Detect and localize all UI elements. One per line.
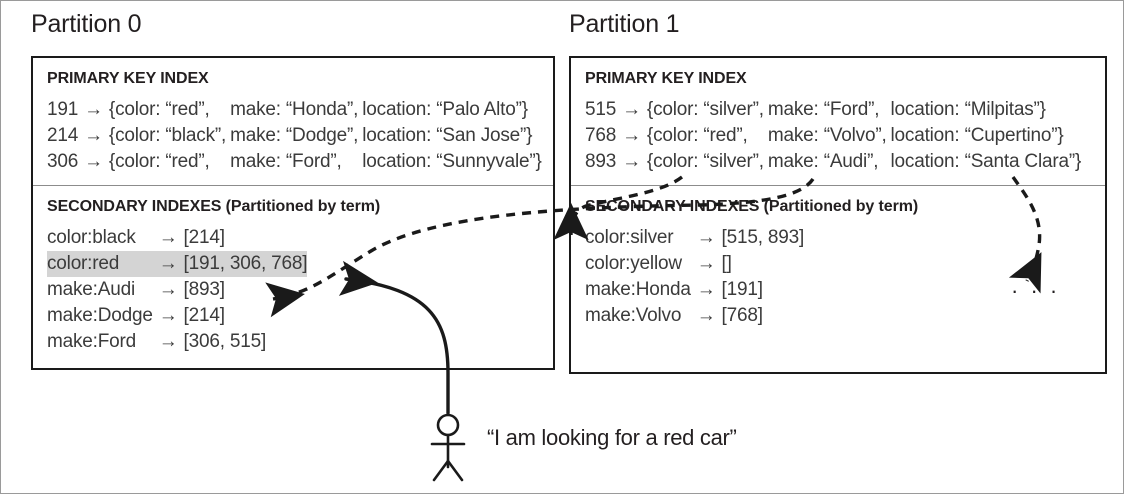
partition-1-section-divider xyxy=(571,185,1105,186)
arrow-icon: → xyxy=(622,125,641,146)
user-query-quote: “I am looking for a red car” xyxy=(487,425,737,450)
si-postings: [306, 515] xyxy=(183,331,267,352)
pk-color: {color: “red”, xyxy=(108,99,210,120)
pk-location: location: “Palo Alto”} xyxy=(362,99,528,120)
table-row: make:Honda → [191] xyxy=(585,277,804,303)
partition-0-primary-key-index-heading: PRIMARY KEY INDEX xyxy=(47,70,209,87)
table-row: make:Ford → [306, 515] xyxy=(47,329,307,355)
arrow-icon: → xyxy=(696,227,716,248)
pk-make: make: “Ford”, xyxy=(230,151,342,172)
si-postings: [893] xyxy=(183,279,225,300)
si-term: color:yellow xyxy=(585,253,682,274)
table-row: 768 → {color: “red”, make: “Volvo”, loca… xyxy=(585,123,1081,149)
pk-make: make: “Dodge”, xyxy=(230,125,359,146)
pk-location: location: “Cupertino”} xyxy=(890,125,1064,146)
si-term: color:black xyxy=(47,227,136,248)
si-postings: [191, 306, 768] xyxy=(183,251,308,277)
pk-color: {color: “silver”, xyxy=(646,151,764,172)
pk-make: make: “Volvo”, xyxy=(767,125,887,146)
pk-location: location: “Milpitas”} xyxy=(890,99,1046,120)
partition-0-section-divider xyxy=(33,185,553,186)
partition-1-secondary-indexes-rows: color:silver → [515, 893] color:yellow →… xyxy=(585,225,804,329)
si-term: make:Ford xyxy=(47,331,137,352)
partition-1-primary-key-index-heading: PRIMARY KEY INDEX xyxy=(585,70,747,87)
user-stick-figure xyxy=(430,413,466,482)
arrow-icon: → xyxy=(84,99,103,120)
arrow-icon: → xyxy=(84,125,103,146)
pk-key: 191 xyxy=(47,99,79,120)
arrow-icon: → xyxy=(696,279,716,300)
pk-key: 515 xyxy=(585,99,617,120)
partition-1-secondary-indexes-heading: SECONDARY INDEXES (Partitioned by term) xyxy=(585,198,919,215)
si-postings: [515, 893] xyxy=(721,227,805,248)
partition-0-primary-key-index-rows: 191 → {color: “red”, make: “Honda”, loca… xyxy=(47,97,542,175)
si-term: make:Honda xyxy=(585,279,691,300)
si-term: make:Audi xyxy=(47,279,135,300)
stick-figure-right-leg xyxy=(446,459,464,482)
pk-color: {color: “black”, xyxy=(108,125,227,146)
stick-figure-left-leg xyxy=(432,459,450,482)
arrow-icon: → xyxy=(158,279,178,300)
pk-make: make: “Audi”, xyxy=(767,151,879,172)
pk-key: 768 xyxy=(585,125,617,146)
si-term: color:silver xyxy=(585,227,674,248)
pk-color: {color: “silver”, xyxy=(646,99,764,120)
pk-key: 893 xyxy=(585,151,617,172)
partition-1-box: PRIMARY KEY INDEX 515 → {color: “silver”… xyxy=(569,56,1107,374)
table-row: 306 → {color: “red”, make: “Ford”, locat… xyxy=(47,149,542,175)
pk-location: location: “San Jose”} xyxy=(362,125,533,146)
table-row: color:black → [214] xyxy=(47,225,307,251)
si-term: make:Dodge xyxy=(47,305,153,326)
arrow-icon: → xyxy=(622,151,641,172)
si-postings: [214] xyxy=(183,227,225,248)
pk-make: make: “Honda”, xyxy=(230,99,359,120)
pk-location: location: “Santa Clara”} xyxy=(890,151,1082,172)
partition-0-box: PRIMARY KEY INDEX 191 → {color: “red”, m… xyxy=(31,56,555,370)
arrow-icon: → xyxy=(158,331,178,352)
table-row: color:silver → [515, 893] xyxy=(585,225,804,251)
stick-figure-head xyxy=(436,413,460,437)
table-row: color:yellow → [] xyxy=(585,251,804,277)
arrow-icon: → xyxy=(696,253,716,274)
pk-color: {color: “red”, xyxy=(646,125,748,146)
pk-make: make: “Ford”, xyxy=(767,99,880,120)
si-postings: [768] xyxy=(721,305,763,326)
partition-0-title: Partition 0 xyxy=(31,10,142,38)
arrow-icon: → xyxy=(158,251,184,277)
table-row: make:Dodge → [214] xyxy=(47,303,307,329)
partition-1-title: Partition 1 xyxy=(569,10,680,38)
partition-0-secondary-indexes-rows: color:black → [214] color:red → [191, 30… xyxy=(47,225,308,355)
pk-location: location: “Sunnyvale”} xyxy=(362,151,542,172)
table-row-highlighted: color:red → [191, 306, 768] xyxy=(47,251,308,277)
table-row: make:Volvo → [768] xyxy=(585,303,804,329)
table-row: 515 → {color: “silver”, make: “Ford”, lo… xyxy=(585,97,1081,123)
arrow-icon: → xyxy=(622,99,641,120)
arrow-icon: → xyxy=(158,227,178,248)
si-term: make:Volvo xyxy=(585,305,682,326)
partition-1-primary-key-index-rows: 515 → {color: “silver”, make: “Ford”, lo… xyxy=(585,97,1081,175)
si-postings: [191] xyxy=(721,279,763,300)
si-postings: [] xyxy=(721,253,732,274)
table-row: 214 → {color: “black”, make: “Dodge”, lo… xyxy=(47,123,542,149)
pk-key: 306 xyxy=(47,151,79,172)
table-row: make:Audi → [893] xyxy=(47,277,307,303)
ellipsis-more-terms: · · · xyxy=(1011,278,1061,303)
si-term: color:red xyxy=(47,251,159,277)
pk-color: {color: “red”, xyxy=(108,151,210,172)
arrow-icon: → xyxy=(84,151,103,172)
table-row: 893 → {color: “silver”, make: “Audi”, lo… xyxy=(585,149,1081,175)
si-postings: [214] xyxy=(183,305,225,326)
pk-key: 214 xyxy=(47,125,79,146)
partition-0-secondary-indexes-heading: SECONDARY INDEXES (Partitioned by term) xyxy=(47,198,381,215)
arrow-icon: → xyxy=(696,305,716,326)
table-row: 191 → {color: “red”, make: “Honda”, loca… xyxy=(47,97,542,123)
arrow-icon: → xyxy=(158,305,178,326)
